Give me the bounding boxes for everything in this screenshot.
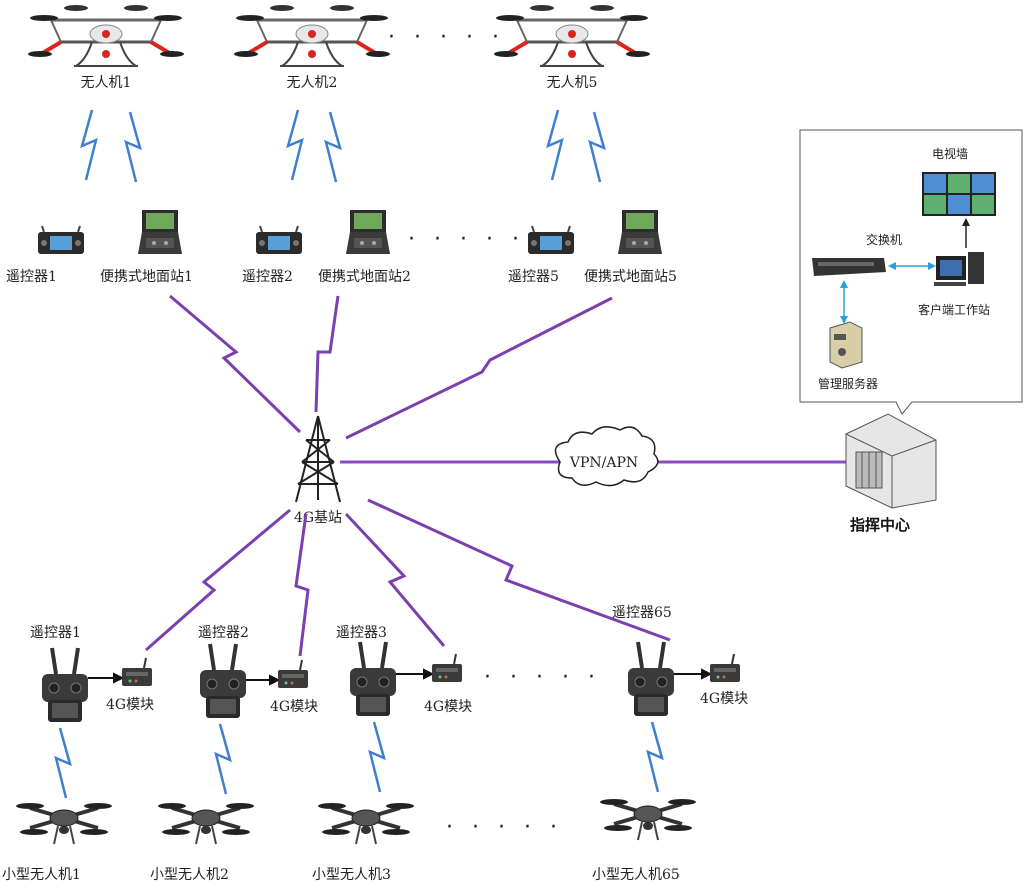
- base-station-label: 4G基站: [294, 509, 342, 526]
- ground-station-1-device: [138, 210, 182, 254]
- bottom-remote-1: [40, 646, 90, 724]
- uav-5: [492, 3, 652, 68]
- tv-wall: [922, 172, 996, 216]
- bottom-module-ellipsis: · · · · ·: [484, 665, 601, 690]
- bottom-remote-label-1: 遥控器1: [30, 625, 81, 641]
- tv-wall-label: 电视墙: [932, 146, 968, 161]
- remote-5-device: [527, 225, 575, 255]
- radio-link: [169, 294, 613, 440]
- remote-label-5: 遥控器5: [508, 269, 559, 285]
- module-label-2: 4G模块: [270, 699, 318, 715]
- remote-label-1: 遥控器1: [6, 269, 57, 285]
- wifi-link: [80, 108, 606, 184]
- small-drone-1: [14, 801, 114, 846]
- small-drone-label-1: 小型无人机1: [2, 867, 81, 883]
- bottom-remote-label-3: 遥控器3: [336, 625, 387, 641]
- uav-label-1: 无人机1: [81, 75, 132, 91]
- remote-label-2: 遥控器2: [242, 269, 293, 285]
- station-label-5: 便携式地面站5: [584, 269, 677, 285]
- 4g-module-3: [431, 653, 463, 683]
- vpn-cloud: [554, 426, 659, 487]
- bottom-remote-2: [198, 642, 248, 720]
- radio-link-bottom: [145, 498, 671, 657]
- base-station-tower: [295, 415, 341, 503]
- module-label-65: 4G模块: [700, 691, 748, 707]
- panel-arrows: [840, 218, 970, 324]
- command-center-label: 指挥中心: [850, 516, 910, 534]
- bottom-drone-ellipsis: · · · · ·: [446, 815, 563, 840]
- remote-to-module-arrows: [88, 668, 713, 686]
- module-label-3: 4G模块: [424, 699, 472, 715]
- module-label-1: 4G模块: [106, 697, 154, 713]
- small-drone-2: [156, 801, 256, 846]
- switch-device: [812, 258, 886, 276]
- ground-station-5-device: [618, 210, 662, 254]
- bottom-remote-65: [626, 640, 676, 718]
- bottom-remote-label-65: 遥控器65: [612, 605, 672, 621]
- bottom-remote-label-2: 遥控器2: [198, 625, 249, 641]
- 4g-module-1: [121, 657, 153, 687]
- vpn-label: VPN/APN: [569, 455, 638, 471]
- server-label: 管理服务器: [818, 376, 878, 391]
- server-device: [829, 321, 863, 369]
- small-drone-3: [316, 801, 416, 846]
- top-station-ellipsis: · · · · ·: [408, 227, 525, 252]
- uav-label-5: 无人机5: [547, 75, 598, 91]
- small-drone-label-3: 小型无人机3: [312, 867, 391, 883]
- bottom-remote-3: [348, 640, 398, 718]
- uav-label-2: 无人机2: [287, 75, 338, 91]
- ground-station-2-device: [346, 210, 390, 254]
- command-center-building: [845, 413, 937, 509]
- small-drone-label-2: 小型无人机2: [150, 867, 229, 883]
- remote-2-device: [255, 225, 303, 255]
- station-label-2: 便携式地面站2: [318, 269, 411, 285]
- top-uav-ellipsis: · · · · ·: [388, 25, 505, 50]
- workstation-device: [934, 252, 984, 286]
- 4g-module-2: [277, 659, 309, 689]
- small-drone-65: [598, 797, 698, 842]
- uav-1: [26, 3, 186, 68]
- uav-2: [232, 3, 392, 68]
- wifi-link-bottom: [54, 720, 664, 800]
- 4g-module-65: [709, 653, 741, 683]
- remote-1-device: [37, 225, 85, 255]
- station-label-1: 便携式地面站1: [100, 269, 193, 285]
- small-drone-label-65: 小型无人机65: [592, 867, 680, 883]
- switch-label: 交换机: [866, 232, 902, 247]
- workstation-label: 客户端工作站: [918, 302, 990, 317]
